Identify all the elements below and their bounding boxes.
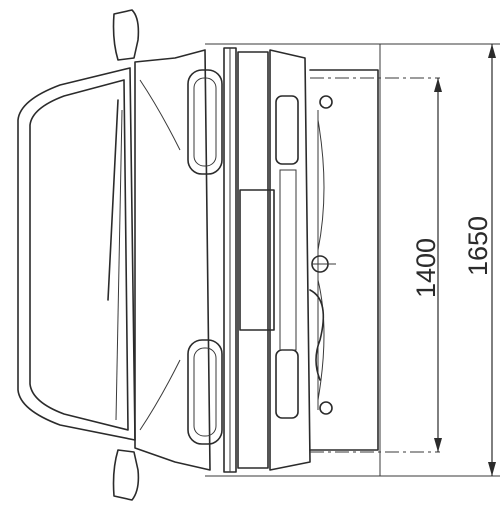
front-grille	[223, 47, 275, 473]
front-bumper	[269, 49, 311, 471]
wiper-blade	[107, 99, 123, 421]
dimension-label-1400: 1400	[411, 238, 441, 298]
right-mirror	[112, 449, 140, 501]
track-reference-lines	[310, 77, 440, 453]
body-outline	[205, 43, 381, 477]
dimension-label-1650: 1650	[463, 216, 493, 276]
left-mirror	[112, 9, 140, 61]
dimension-track-width: 1400	[411, 78, 442, 452]
right-headlight	[187, 339, 223, 445]
hood-panel	[134, 49, 211, 471]
left-headlight	[187, 69, 223, 175]
front-axle	[309, 69, 379, 451]
dimension-overall-width: 1650	[380, 43, 500, 477]
